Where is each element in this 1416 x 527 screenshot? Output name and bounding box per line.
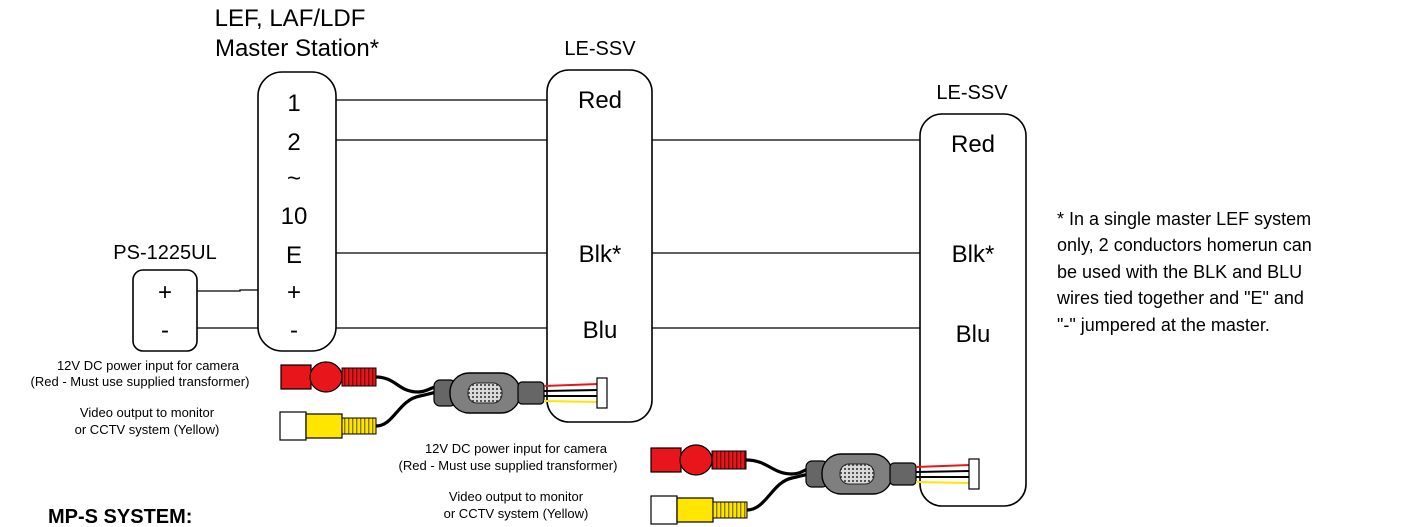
lead-yellow-1 [543, 400, 599, 403]
door-station-2-box [919, 113, 1027, 507]
master-terminal-range: ~ [287, 165, 301, 192]
junction-grille-1 [467, 382, 503, 404]
footnote-line5: "-" jumpered at the master. [1057, 315, 1270, 335]
door-station-2-label: LE-SSV [936, 82, 1008, 104]
yellow-bnc-plug-2 [650, 495, 748, 525]
master-station-box [257, 71, 337, 352]
footnote: * In a single master LEF system only, 2 … [1056, 209, 1312, 335]
master-terminal-2: 2 [287, 129, 300, 156]
door-station-1-blk: Blk* [579, 241, 622, 268]
footnote-line2: only, 2 conductors homerun can [1057, 235, 1312, 255]
master-title-line1: LEF, LAF/LDF [215, 5, 366, 32]
camera-leads-1-power-line2: (Red - Must use supplied transformer) [31, 374, 250, 389]
camera-leads-2-power-line1: 12V DC power input for camera [425, 441, 608, 456]
lead-red-2 [915, 464, 971, 468]
wiring-lines [197, 99, 920, 329]
power-supply-box [132, 269, 198, 352]
yellow-plug-tip-2 [650, 495, 678, 525]
footnote-line1: * In a single master LEF system [1057, 209, 1311, 229]
connector-header-1 [596, 377, 608, 409]
red-plug-cable-2 [745, 458, 813, 476]
door-station-1-box [546, 69, 653, 423]
door-station-1-blu: Blu [583, 317, 618, 344]
junction-tail-1 [517, 381, 545, 405]
power-supply-plus: + [158, 279, 172, 306]
red-plug-collar-2 [679, 444, 713, 476]
yellow-plug-boot-2 [712, 501, 748, 519]
camera-leads-2-power-line2: (Red - Must use supplied transformer) [399, 458, 618, 473]
master-terminal-e: E [286, 242, 302, 269]
footnote-line4: wires tied together and "E" and [1056, 288, 1304, 308]
wire-power-plus [197, 289, 258, 292]
red-plug-body-2 [650, 447, 682, 473]
door-station-1-red: Red [578, 87, 622, 114]
red-dc-plug-2 [650, 444, 747, 476]
footnote-line3: be used with the BLK and BLU [1057, 262, 1302, 282]
camera-leads-1: 12V DC power input for camera (Red - Mus… [31, 358, 608, 441]
power-supply-minus: - [161, 317, 169, 344]
system-heading: MP-S SYSTEM: [48, 506, 192, 527]
master-terminal-minus: - [290, 317, 298, 344]
camera-leads-2-video-line2: or CCTV system (Yellow) [444, 506, 589, 521]
camera-leads-1-video-line1: Video output to monitor [80, 405, 215, 420]
yellow-plug-boot-1 [341, 417, 377, 435]
lead-yellow-2 [915, 481, 971, 484]
junction-grille-2 [839, 463, 875, 485]
door-station-1: LE-SSV Red Blk* Blu [546, 38, 653, 423]
door-station-1-label: LE-SSV [564, 38, 636, 60]
master-station: LEF, LAF/LDF Master Station* 1 2 ~ 10 E … [215, 5, 379, 352]
lead-black-1 [543, 389, 599, 392]
yellow-bnc-plug-1 [279, 411, 377, 441]
lead-red-1 [543, 383, 599, 387]
cable-junction-2 [805, 453, 917, 495]
connector-header-2 [968, 458, 980, 490]
camera-leads-1-video-line2: or CCTV system (Yellow) [75, 422, 220, 437]
master-terminal-plus: + [287, 279, 301, 306]
master-terminal-1: 1 [287, 90, 300, 117]
door-station-2-red: Red [951, 131, 995, 158]
yellow-plug-tip-1 [279, 411, 307, 441]
red-plug-collar-1 [309, 361, 343, 393]
master-terminal-10: 10 [281, 203, 308, 230]
yellow-plug-cable-1 [375, 390, 441, 428]
camera-leads-1-power-line1: 12V DC power input for camera [57, 358, 240, 373]
cable-junction-1 [433, 372, 545, 414]
power-supply-label: PS-1225UL [113, 242, 216, 264]
master-title-line2: Master Station* [215, 35, 379, 62]
door-station-2: LE-SSV Red Blk* Blu [919, 82, 1027, 507]
yellow-plug-body-1 [305, 413, 343, 439]
camera-leads-2-video-line1: Video output to monitor [449, 489, 584, 504]
red-plug-cable-1 [375, 375, 441, 394]
lead-black-2 [915, 470, 971, 473]
red-plug-body-1 [280, 364, 312, 390]
red-plug-boot-1 [341, 367, 377, 387]
red-dc-plug-1 [280, 361, 377, 393]
camera-leads-2: 12V DC power input for camera (Red - Mus… [399, 441, 980, 525]
door-station-2-blu: Blu [956, 321, 991, 348]
door-station-2-blk: Blk* [952, 241, 995, 268]
junction-tail-2 [889, 462, 917, 486]
yellow-plug-body-2 [676, 497, 714, 523]
power-supply: PS-1225UL + - [113, 242, 217, 352]
yellow-plug-cable-2 [746, 472, 813, 512]
red-plug-boot-2 [711, 450, 747, 470]
